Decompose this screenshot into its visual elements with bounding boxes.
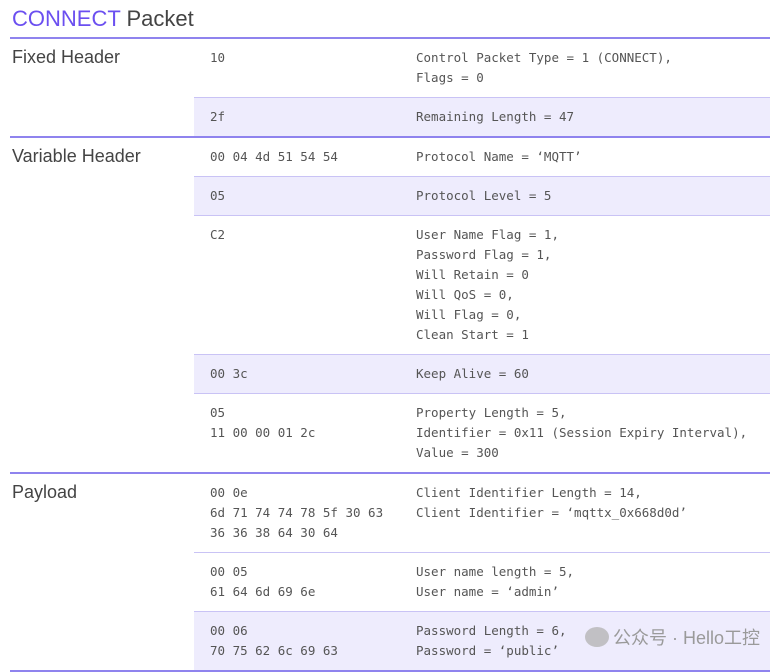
table-row: 00 04 4d 51 54 54 Protocol Name = ‘MQTT’ xyxy=(194,138,770,176)
title-accent: CONNECT xyxy=(12,6,121,31)
table-row: 05 11 00 00 01 2c Property Length = 5, Id… xyxy=(194,393,770,472)
field-description: Remaining Length = 47 xyxy=(416,109,575,124)
field-description: Protocol Name = ‘MQTT’ xyxy=(416,149,582,164)
wechat-icon xyxy=(585,627,609,647)
page-title: CONNECT Packet xyxy=(12,6,194,32)
table-row: 10 Control Packet Type = 1 (CONNECT), Fla… xyxy=(194,39,770,97)
field-description: Password Length = 6, Password = ‘public’ xyxy=(416,623,567,658)
section-rows: 00 0e 6d 71 74 74 78 5f 30 63 36 36 38 6… xyxy=(194,474,770,670)
field-description: Client Identifier Length = 14, Client Id… xyxy=(416,485,687,520)
table-row: 00 05 61 64 6d 69 6e User name length = 5… xyxy=(194,552,770,611)
watermark: 公众号 · Hello工控 xyxy=(585,624,760,650)
table-row: 00 3c Keep Alive = 60 xyxy=(194,354,770,393)
hex-bytes: 10 xyxy=(210,50,226,65)
section: Variable Header 00 04 4d 51 54 54 Protocol… xyxy=(10,136,770,472)
field-description: Protocol Level = 5 xyxy=(416,188,552,203)
watermark-text: 公众号 · Hello工控 xyxy=(613,628,761,648)
section-label: Fixed Header xyxy=(12,47,121,67)
hex-bytes: 00 05 61 64 6d 69 6e xyxy=(210,564,316,599)
hex-bytes: 00 06 70 75 62 6c 69 63 xyxy=(210,623,338,658)
table-row: 2f Remaining Length = 47 xyxy=(194,97,770,136)
hex-bytes: 05 xyxy=(210,188,226,203)
table-row: 00 0e 6d 71 74 74 78 5f 30 63 36 36 38 6… xyxy=(194,474,770,552)
field-description: User Name Flag = 1, Password Flag = 1, W… xyxy=(416,227,559,342)
table-row: C2 User Name Flag = 1, Password Flag = 1,… xyxy=(194,215,770,354)
section-rows: 10 Control Packet Type = 1 (CONNECT), Fla… xyxy=(194,39,770,136)
table-row: 05 Protocol Level = 5 xyxy=(194,176,770,215)
hex-bytes: 2f xyxy=(210,109,226,124)
hex-bytes: 00 04 4d 51 54 54 xyxy=(210,149,338,164)
section: Fixed Header 10 Control Packet Type = 1 (C… xyxy=(10,37,770,136)
section-label: Variable Header xyxy=(12,146,141,166)
field-description: Keep Alive = 60 xyxy=(416,366,529,381)
section: Payload 00 0e 6d 71 74 74 78 5f 30 63 36 … xyxy=(10,472,770,672)
title-rest: Packet xyxy=(120,6,194,31)
hex-bytes: C2 xyxy=(210,227,226,242)
field-description: User name length = 5, User name = ‘admin… xyxy=(416,564,575,599)
table-row: 00 06 70 75 62 6c 69 63 Password Length =… xyxy=(194,611,770,670)
field-description: Property Length = 5, Identifier = 0x11 (… xyxy=(416,405,748,460)
hex-bytes: 05 11 00 00 01 2c xyxy=(210,405,316,440)
hex-bytes: 00 0e 6d 71 74 74 78 5f 30 63 36 36 38 6… xyxy=(210,485,384,540)
section-label: Payload xyxy=(12,482,78,502)
hex-bytes: 00 3c xyxy=(210,366,248,381)
packet-table: Fixed Header 10 Control Packet Type = 1 (C… xyxy=(10,37,770,672)
field-description: Control Packet Type = 1 (CONNECT), Flags… xyxy=(416,50,672,85)
